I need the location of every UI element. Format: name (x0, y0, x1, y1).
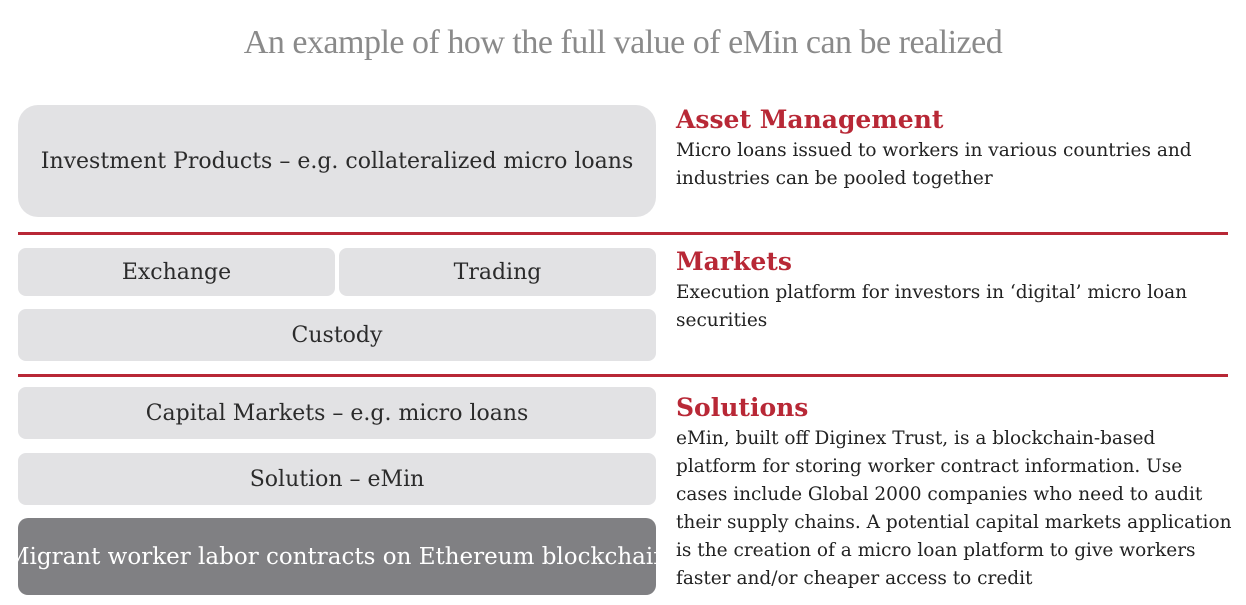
asset-management-description: Micro loans issued to workers in various… (676, 140, 1192, 189)
markets-description: Execution platform for investors in ‘dig… (676, 282, 1188, 331)
capital-markets-box: Capital Markets – e.g. micro loans (18, 387, 656, 439)
asset-management-heading: Asset Management (676, 105, 944, 134)
solutions-description: eMin, built off Diginex Trust, is a bloc… (676, 428, 1232, 589)
layer-divider-top (18, 232, 1228, 235)
markets-heading: Markets (676, 247, 792, 276)
blockchain-foundation-box: Migrant worker labor contracts on Ethere… (6, 518, 668, 595)
exchange-box: Exchange (18, 248, 335, 296)
investment-products-box: Investment Products – e.g. collateralize… (18, 105, 656, 217)
solutions-heading: Solutions (676, 393, 809, 422)
custody-box: Custody (18, 309, 656, 361)
layer-divider-bottom (18, 374, 1228, 377)
page-title: An example of how the full value of eMin… (243, 24, 1003, 61)
solution-emin-box: Solution – eMin (18, 453, 656, 505)
trading-box: Trading (339, 248, 656, 296)
